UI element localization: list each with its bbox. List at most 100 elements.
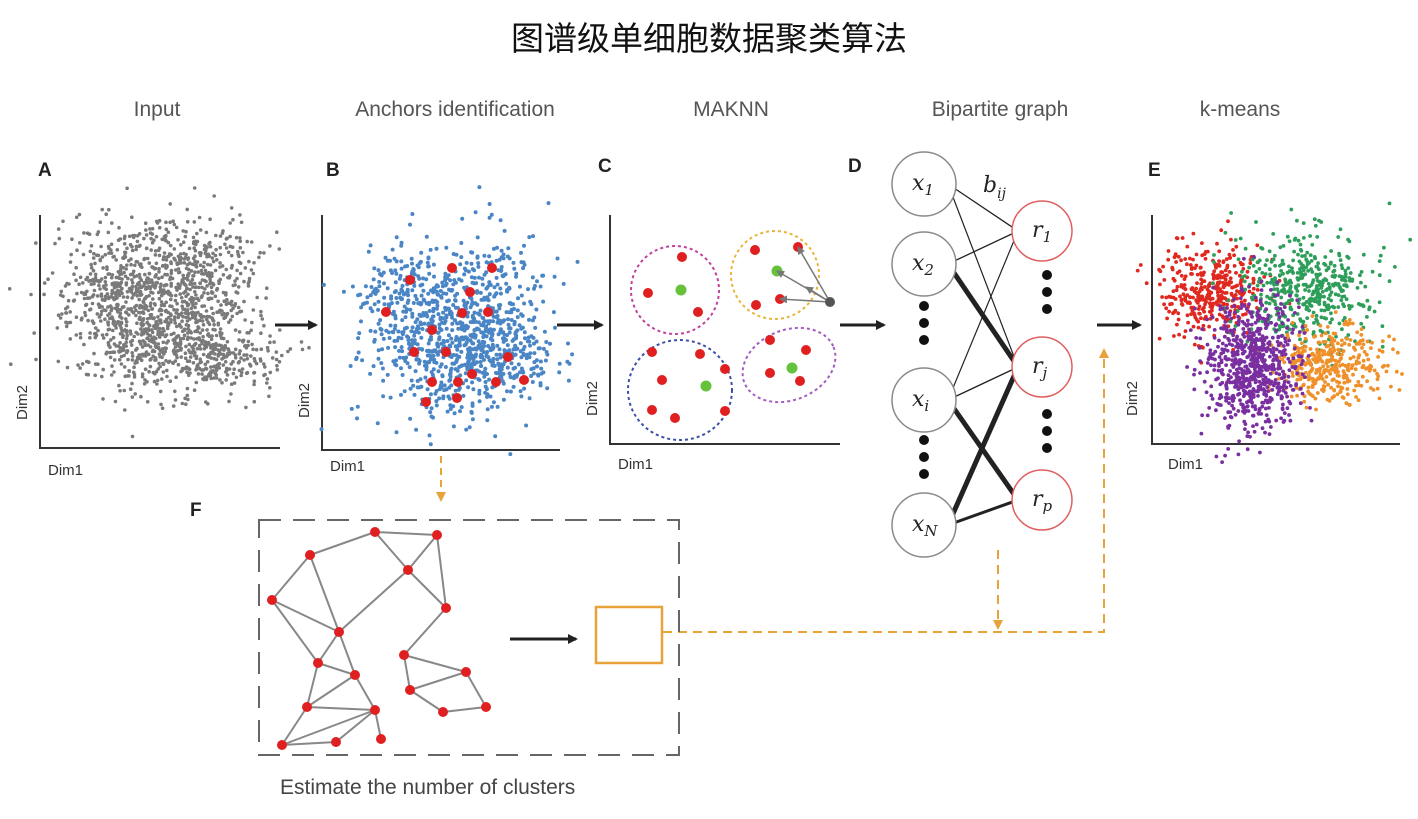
cluster-green-point [1305,250,1310,255]
gray-point [223,360,228,364]
cluster-green-point [1312,217,1317,222]
gray-point [203,362,208,367]
blue-point [410,314,415,319]
cluster-green-point [1290,266,1294,270]
cluster-purple-point [1243,427,1247,431]
cluster-purple-point [1260,426,1265,431]
gray-point [143,221,148,225]
blue-point [400,349,405,354]
gray-point [186,323,191,328]
cluster-orange-point [1329,385,1333,390]
cluster-green-point [1288,284,1293,289]
blue-point [436,330,441,335]
blue-point [470,361,475,365]
cluster-purple-point [1266,313,1271,318]
gray-point [265,381,269,385]
gray-point [160,237,164,242]
blue-point [446,273,451,278]
cluster-orange-point [1302,394,1307,399]
gray-point [117,225,121,230]
blue-point [381,336,386,341]
blue-point [442,321,447,326]
cluster-purple-point [1208,348,1213,353]
cluster-purple-point [1274,347,1279,352]
blue-point [459,278,464,283]
cluster-orange-point [1344,319,1348,324]
gray-point [184,229,188,234]
gray-point [211,311,215,316]
gray-point [125,186,129,191]
cluster-green-point [1292,249,1296,254]
cluster-purple-point [1280,321,1285,326]
gray-point [162,234,167,239]
gray-point [144,351,148,356]
cluster-red-point [1234,271,1238,275]
gray-point [155,382,159,386]
gray-point [93,373,97,378]
axes-a [39,215,280,449]
gray-point [135,239,140,244]
blue-point [419,322,424,327]
cluster-purple-point [1267,419,1272,424]
gray-point [201,265,206,269]
gray-point [123,250,127,255]
gray-point [92,251,96,256]
cluster-green-point [1378,253,1383,258]
gray-point [213,346,217,351]
gray-point [97,303,102,308]
cluster-purple-point [1235,352,1240,357]
gray-point [185,220,190,224]
cluster-purple-point [1257,368,1262,373]
blue-point [448,368,453,373]
blue-point [396,329,401,334]
ellipsis-dot [1042,270,1052,280]
gray-point [190,262,195,267]
cluster-red-point [1224,257,1229,261]
cluster-green-point [1340,266,1345,271]
cluster-orange-point [1356,398,1361,403]
cluster-orange-point [1365,379,1369,384]
cluster-green-point [1307,301,1312,306]
gray-point [181,276,186,281]
cluster-purple-point [1218,393,1223,397]
cluster-purple-point [1268,348,1273,352]
cluster-green-point [1295,276,1300,280]
cluster-purple-point [1242,256,1246,261]
cluster-red-point [1176,317,1181,322]
gray-point [108,355,113,360]
cluster-red-point [1202,279,1207,284]
anchor-point [421,397,431,407]
gray-point [277,360,282,364]
blue-point [399,345,404,350]
gray-point [130,281,135,285]
gray-point [129,332,133,336]
blue-point [496,361,501,366]
cluster-red-point [1223,268,1228,273]
gray-point [242,353,246,357]
cluster-orange-point [1327,398,1332,403]
gray-point [200,368,204,372]
cluster-green-point [1315,275,1319,280]
cluster-purple-point [1242,330,1247,335]
gray-point [238,271,243,276]
cluster-orange-point [1291,374,1295,378]
gray-point [135,260,140,264]
gray-point [228,274,232,278]
cluster-green-point [1283,314,1288,319]
blue-point [490,338,495,343]
cluster-purple-point [1221,326,1226,331]
cluster-purple-point [1229,415,1234,420]
gray-point [104,212,108,216]
gray-point [249,354,253,358]
gray-point [119,321,124,326]
gray-point [168,304,172,308]
cluster-green-point [1260,246,1265,251]
cluster-green-point [1315,265,1320,269]
cluster-orange-point [1345,392,1350,397]
gray-point [104,352,108,356]
blue-point [490,363,495,368]
cluster-orange-point [1334,366,1339,371]
anchor-node-subscript: j [1040,364,1048,382]
gray-point [124,281,129,285]
cluster-red-point [1169,295,1173,299]
